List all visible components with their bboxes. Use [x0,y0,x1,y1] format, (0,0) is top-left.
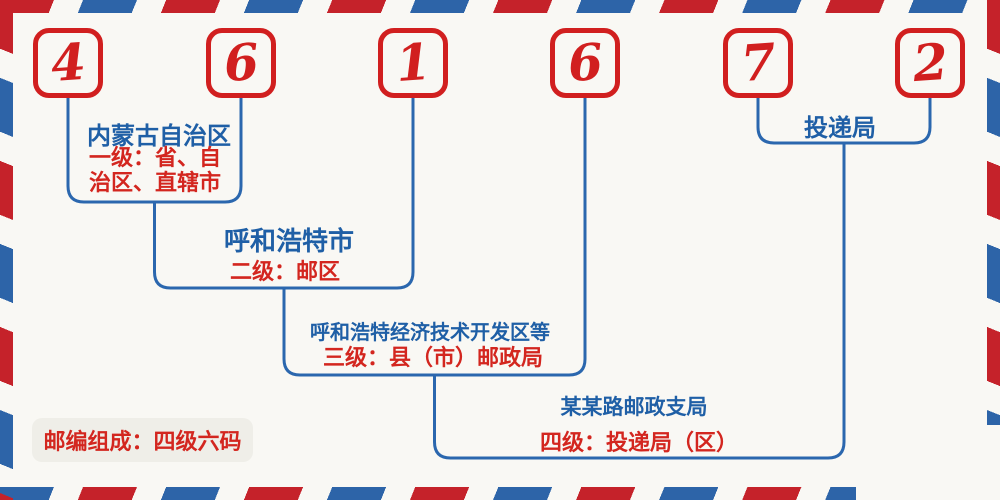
delivery-bracket-line [756,97,932,145]
level3-desc: 三级：县（市）邮政局 [323,346,544,371]
digit-box-4: 6 [550,28,620,98]
level4-desc: 四级：投递局（区） [539,431,738,456]
digit-2: 6 [221,31,261,94]
digit-4: 6 [565,31,605,94]
postal-code-composition-text: 邮编组成：四级六码 [43,430,242,455]
level1-name: 内蒙古自治区 [87,122,231,150]
digit-5: 7 [738,31,778,94]
digit-box-2: 6 [206,28,276,98]
level4-name: 某某路邮政支局 [560,395,708,419]
postal-code-composition-badge: 邮编组成：四级六码 [32,418,253,462]
digit-3: 1 [393,31,433,94]
digit-box-3: 1 [378,28,448,98]
digit-6: 2 [910,31,950,94]
digit-box-6: 2 [895,28,965,98]
level1-desc: 一级：省、自治区、直辖市 [88,146,221,196]
level4-bracket-line [433,143,846,460]
digit-box-1: 4 [33,28,103,98]
delivery-office-label: 投递局 [804,114,876,142]
digit-1: 4 [48,31,88,94]
digit-box-5: 7 [723,28,793,98]
level2-desc: 二级：邮区 [229,260,340,285]
level3-name: 呼和浩特经济技术开发区等 [310,320,550,344]
level2-name: 呼和浩特市 [223,227,354,257]
